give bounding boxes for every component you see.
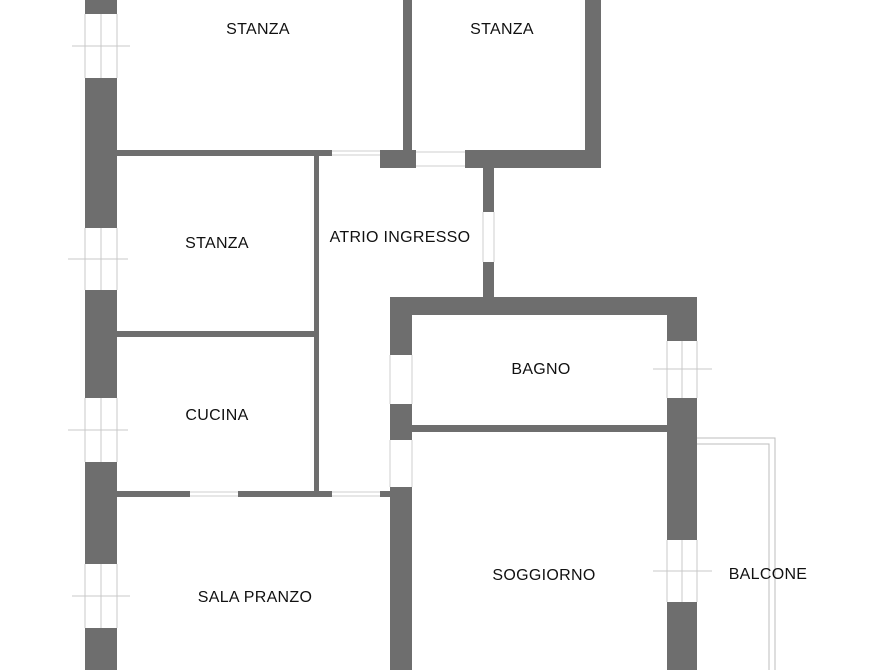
room-label-soggiorno: SOGGIORNO — [492, 567, 595, 584]
soggiorno-walls — [389, 440, 697, 670]
room-label-sala-pranzo: SALA PRANZO — [198, 589, 312, 606]
room-label-bagno: BAGNO — [511, 361, 570, 378]
room-label-stanza-top-left: STANZA — [226, 21, 290, 38]
top-left-room-walls — [112, 0, 416, 168]
bagno-walls — [389, 297, 697, 540]
balcony-outline — [697, 437, 776, 670]
atrio-walls — [112, 156, 495, 491]
left-exterior-wall — [85, 0, 117, 670]
room-label-stanza-top-right: STANZA — [470, 21, 534, 38]
bagno-window — [653, 341, 712, 398]
room-label-balcone: BALCONE — [729, 566, 808, 583]
room-label-atrio: ATRIO INGRESSO — [330, 229, 471, 246]
left-windows — [68, 14, 130, 628]
soggiorno-window — [653, 540, 712, 602]
room-label-stanza-middle: STANZA — [185, 235, 249, 252]
room-label-cucina: CUCINA — [185, 407, 248, 424]
atrio-top-door — [332, 150, 380, 156]
cucina-walls — [117, 491, 392, 497]
top-right-room-walls — [416, 0, 601, 168]
